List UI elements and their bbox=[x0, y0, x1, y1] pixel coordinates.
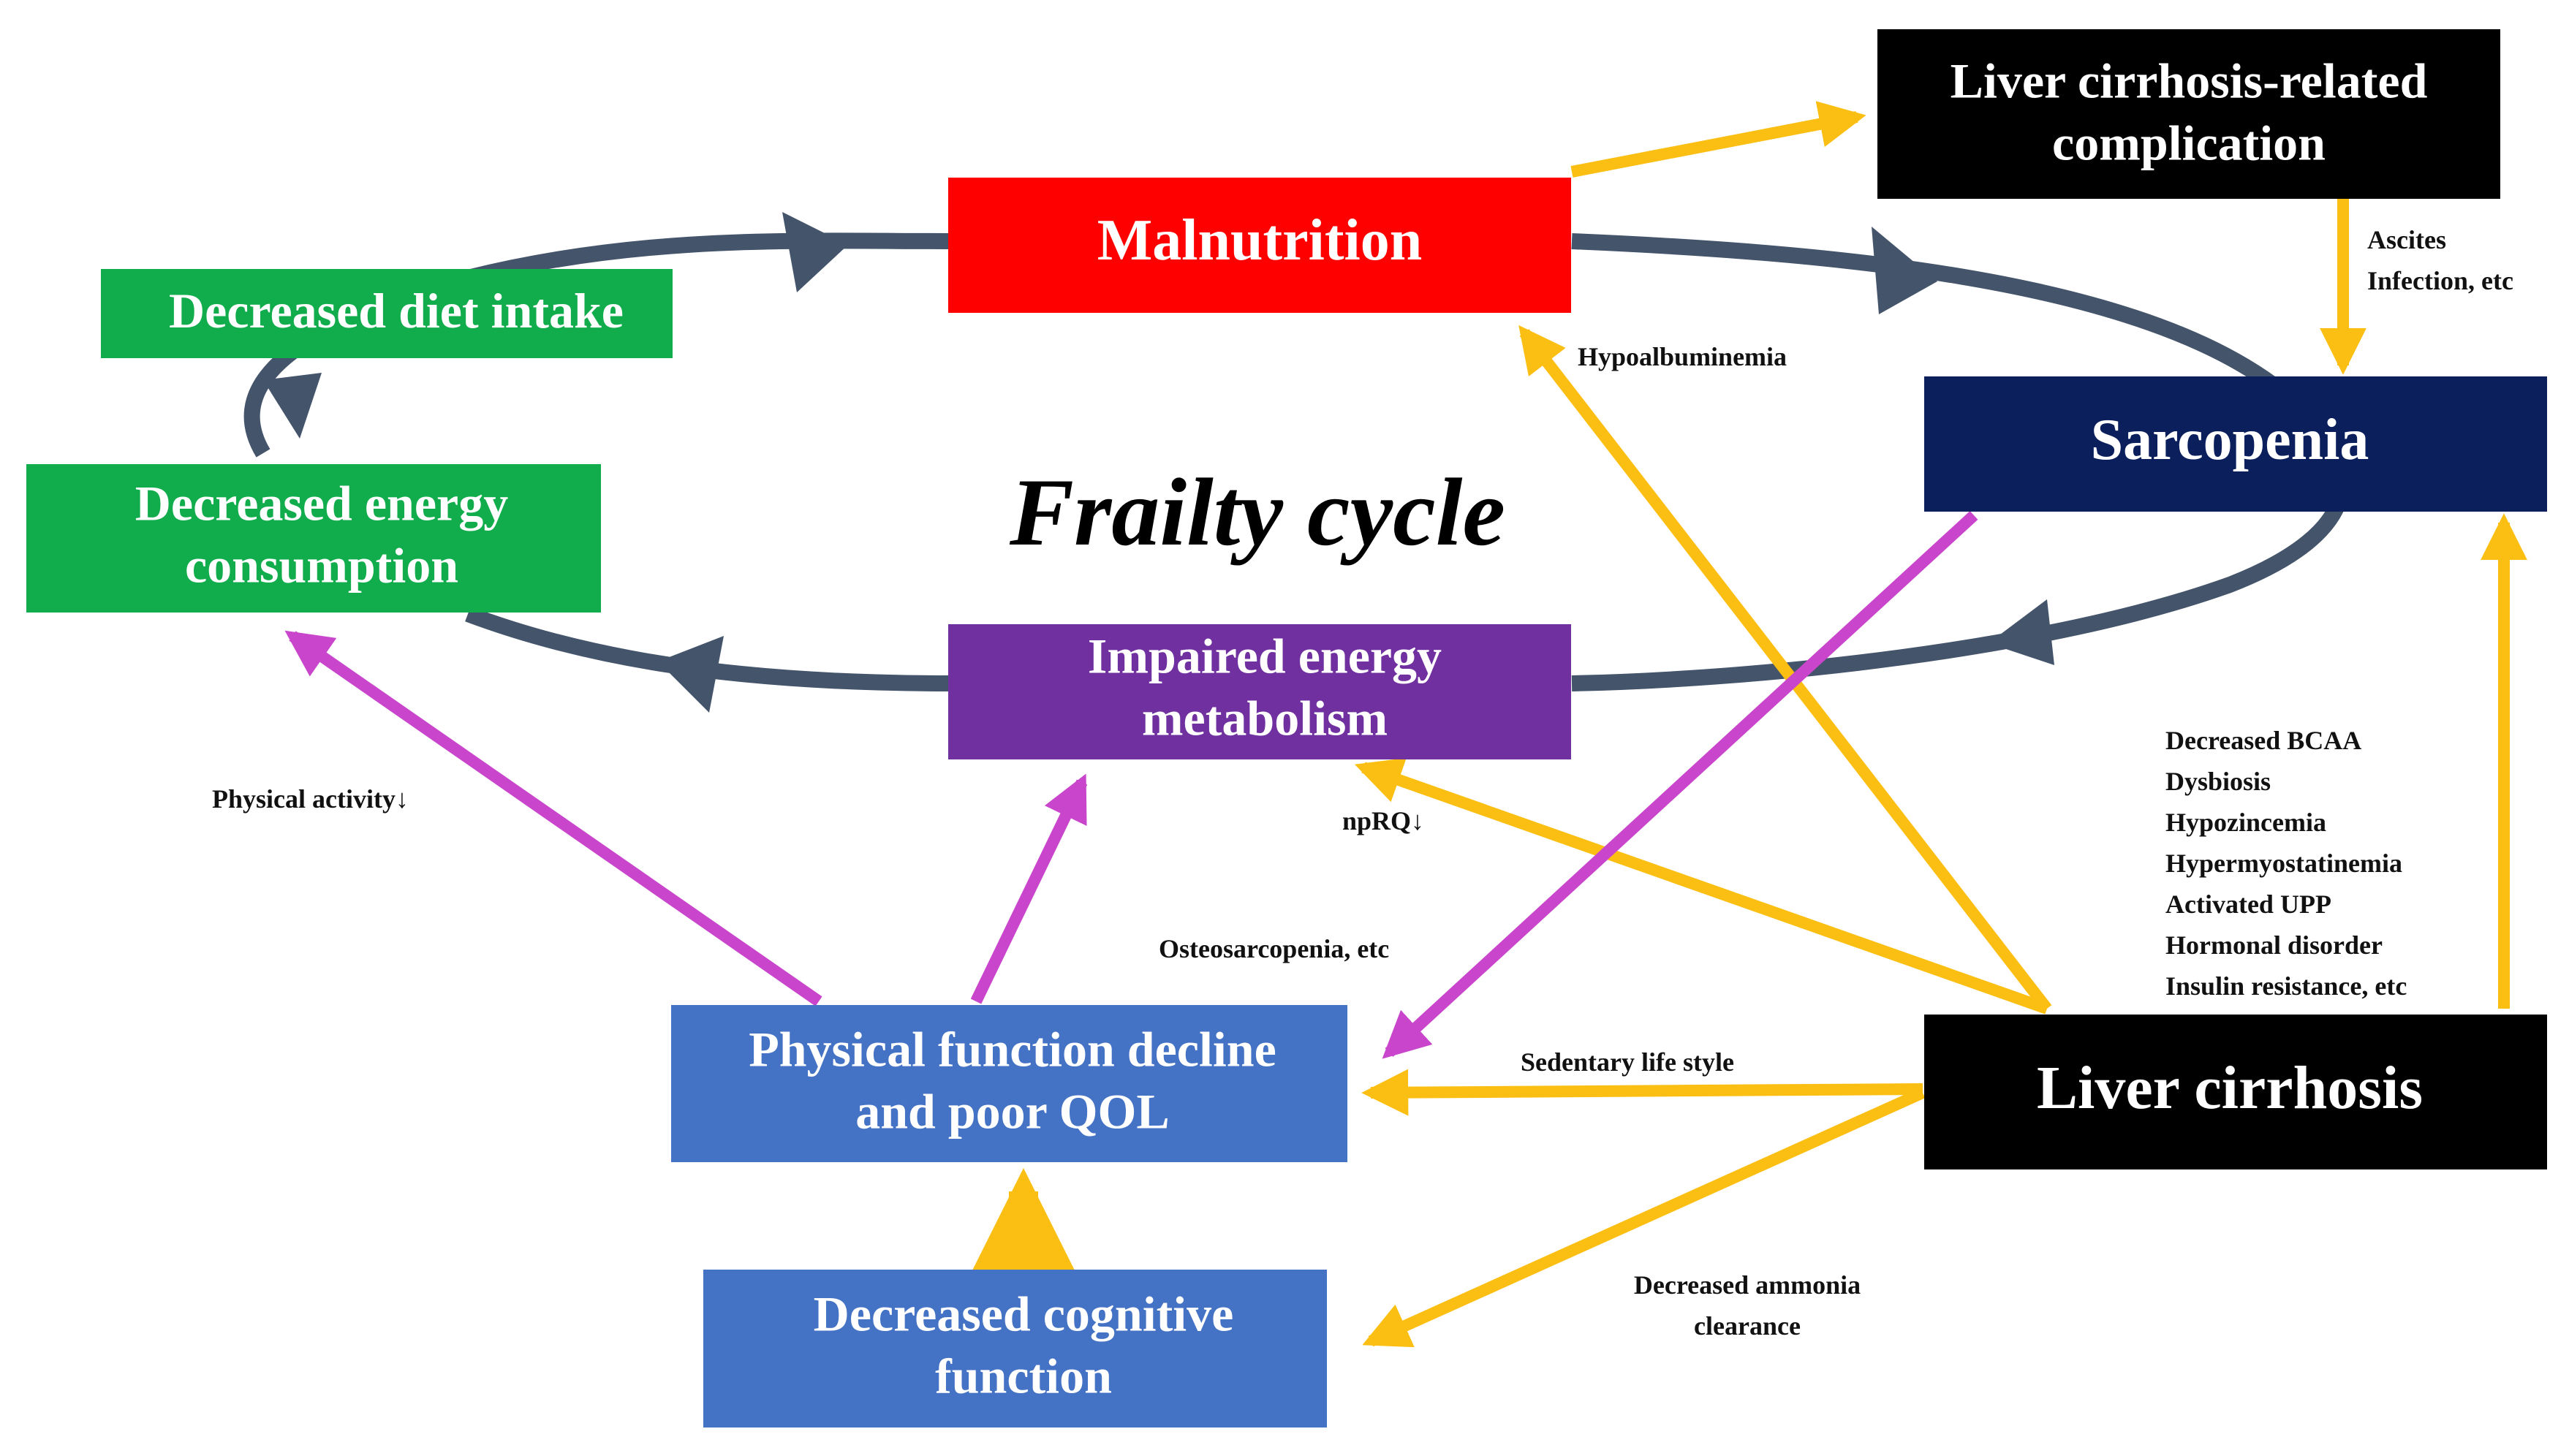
annotation-sedentary-life-style: Sedentary life style bbox=[1521, 1047, 1734, 1077]
label-line: and poor QOL bbox=[855, 1083, 1170, 1139]
annotation-line: clearance bbox=[1694, 1311, 1801, 1341]
arrow-cirrhosis-to-malnutrition bbox=[1518, 325, 2052, 1012]
box-physical-function-decline: Physical function decline and poor QOL bbox=[671, 1005, 1347, 1162]
box-sarcopenia: Sarcopenia bbox=[1924, 376, 2547, 512]
label-line: complication bbox=[2052, 115, 2326, 170]
annotation-osteosarcopenia: Osteosarcopenia, etc bbox=[1159, 934, 1389, 963]
annotation-physical-activity: Physical activity↓ bbox=[212, 784, 409, 814]
box-liver-cirrhosis-label: Liver cirrhosis bbox=[2037, 1054, 2423, 1122]
annotation-line: Hypozincemia bbox=[2165, 808, 2326, 837]
box-malnutrition: Malnutrition bbox=[948, 178, 1571, 313]
annotation-line: Hypermyostatinemia bbox=[2165, 849, 2402, 878]
annotation-line: Physical activity↓ bbox=[212, 784, 409, 814]
box-decreased-cognitive-function: Decreased cognitive function bbox=[703, 1270, 1327, 1427]
cycle-arrowhead-4 bbox=[658, 636, 724, 713]
magenta-arrows bbox=[284, 511, 1978, 1059]
yellow-arrows bbox=[965, 101, 2527, 1348]
arrow-physical-function-to-impaired-energy bbox=[970, 773, 1088, 1004]
arrow-malnutrition-to-complication bbox=[1570, 101, 1866, 178]
annotation-line: npRQ↓ bbox=[1342, 806, 1424, 835]
arrow-physical-function-to-energy-consumption bbox=[284, 630, 822, 1006]
annotation-line: Decreased BCAA bbox=[2165, 726, 2361, 755]
box-decreased-cognitive-function-label: Decreased cognitive function bbox=[814, 1286, 1234, 1403]
annotation-line: Ascites bbox=[2367, 225, 2446, 254]
label-line: Physical function decline bbox=[749, 1021, 1276, 1077]
label-line: Decreased diet intake bbox=[169, 283, 624, 338]
arrow-cirrhosis-to-impaired-energy bbox=[1354, 757, 2049, 1015]
label-line: Decreased energy bbox=[135, 475, 508, 531]
box-malnutrition-label: Malnutrition bbox=[1097, 208, 1422, 273]
label-line: Impaired energy bbox=[1088, 628, 1442, 683]
annotation-line: Dysbiosis bbox=[2165, 767, 2271, 796]
cycle-arrowhead-1 bbox=[782, 212, 848, 292]
label-line: Liver cirrhosis-related bbox=[1951, 53, 2428, 108]
box-liver-cirrhosis-complication: Liver cirrhosis-related complication bbox=[1877, 29, 2500, 199]
annotation-line: Osteosarcopenia, etc bbox=[1159, 934, 1389, 963]
cycle-arrowhead-5 bbox=[263, 373, 322, 439]
label-line: function bbox=[935, 1348, 1112, 1403]
diagram-title: Frailty cycle bbox=[1009, 458, 1505, 566]
annotation-line: Insulin resistance, etc bbox=[2165, 971, 2407, 1001]
box-decreased-energy-consumption: Decreased energy consumption bbox=[26, 464, 601, 613]
box-liver-cirrhosis-complication-label: Liver cirrhosis-related complication bbox=[1951, 53, 2428, 170]
label-line: Sarcopenia bbox=[2091, 408, 2369, 472]
label-line: consumption bbox=[185, 537, 458, 593]
annotation-line: Activated UPP bbox=[2165, 890, 2331, 919]
annotation-line: Hypoalbuminemia bbox=[1578, 342, 1787, 371]
box-impaired-energy-metabolism: Impaired energy metabolism bbox=[948, 624, 1571, 759]
arrow-cirrhosis-to-physical-function bbox=[1361, 1069, 1923, 1116]
label-line: metabolism bbox=[1142, 690, 1388, 746]
annotation-hypoalbuminemia: Hypoalbuminemia bbox=[1578, 342, 1787, 371]
cycle-arrowhead-2 bbox=[1872, 227, 1937, 314]
annotation-line: Hormonal disorder bbox=[2165, 930, 2383, 960]
annotation-line: Sedentary life style bbox=[1521, 1047, 1734, 1077]
box-physical-function-decline-label: Physical function decline and poor QOL bbox=[749, 1021, 1276, 1139]
arrow-cirrhosis-to-cognitive bbox=[1362, 1087, 1926, 1348]
label-line: Decreased cognitive bbox=[814, 1286, 1234, 1341]
arrow-sarcopenia-to-physical-function bbox=[1382, 511, 1978, 1059]
box-liver-cirrhosis: Liver cirrhosis bbox=[1924, 1015, 2547, 1169]
annotation-nprq: npRQ↓ bbox=[1342, 806, 1424, 835]
annotation-ammonia-clearance: Decreased ammonia clearance bbox=[1634, 1270, 1861, 1341]
box-impaired-energy-metabolism-label: Impaired energy metabolism bbox=[1088, 628, 1442, 746]
label-line: Liver cirrhosis bbox=[2037, 1054, 2423, 1122]
label-line: Malnutrition bbox=[1097, 208, 1422, 273]
box-sarcopenia-label: Sarcopenia bbox=[2091, 408, 2369, 472]
annotation-line: Decreased ammonia bbox=[1634, 1270, 1861, 1300]
annotation-line: Infection, etc bbox=[2367, 266, 2513, 295]
box-decreased-diet-intake: Decreased diet intake bbox=[101, 269, 673, 358]
box-decreased-diet-intake-label: Decreased diet intake bbox=[169, 283, 624, 338]
box-decreased-energy-consumption-label: Decreased energy consumption bbox=[135, 475, 508, 593]
cycle-arrowhead-3 bbox=[1989, 599, 2054, 665]
